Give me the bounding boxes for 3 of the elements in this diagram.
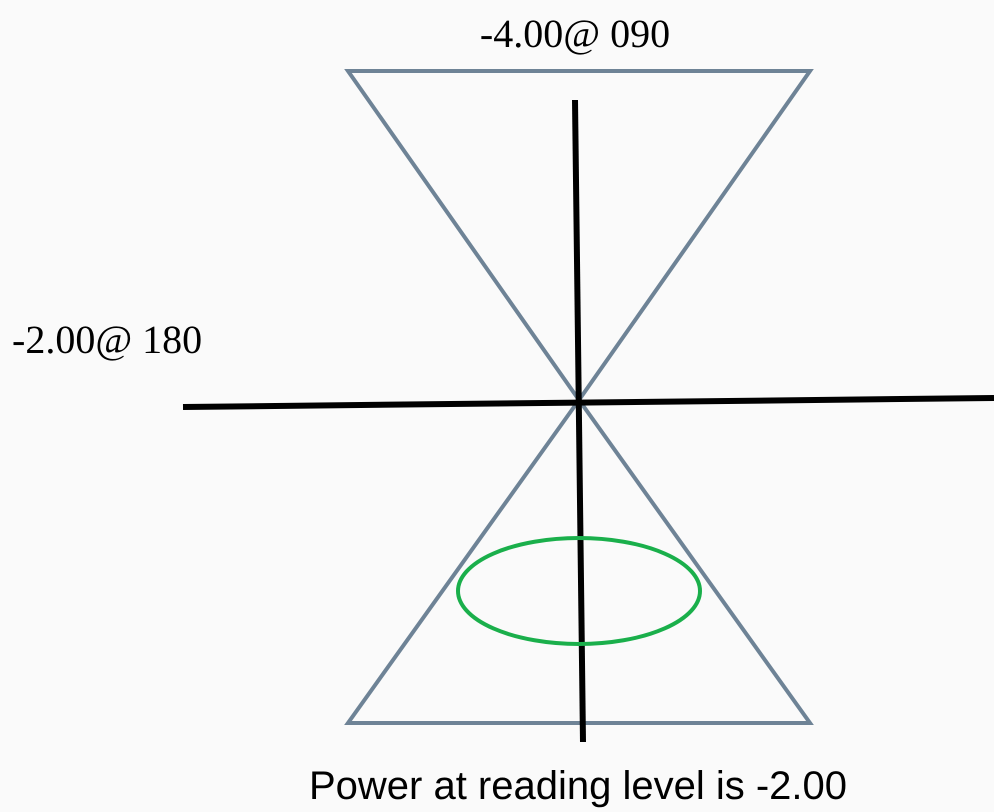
- power-label: -4.00@ 090: [480, 14, 670, 54]
- power-label: -2.00@ 180: [12, 320, 202, 360]
- caption-text: Power at reading level is -2.00: [308, 766, 848, 806]
